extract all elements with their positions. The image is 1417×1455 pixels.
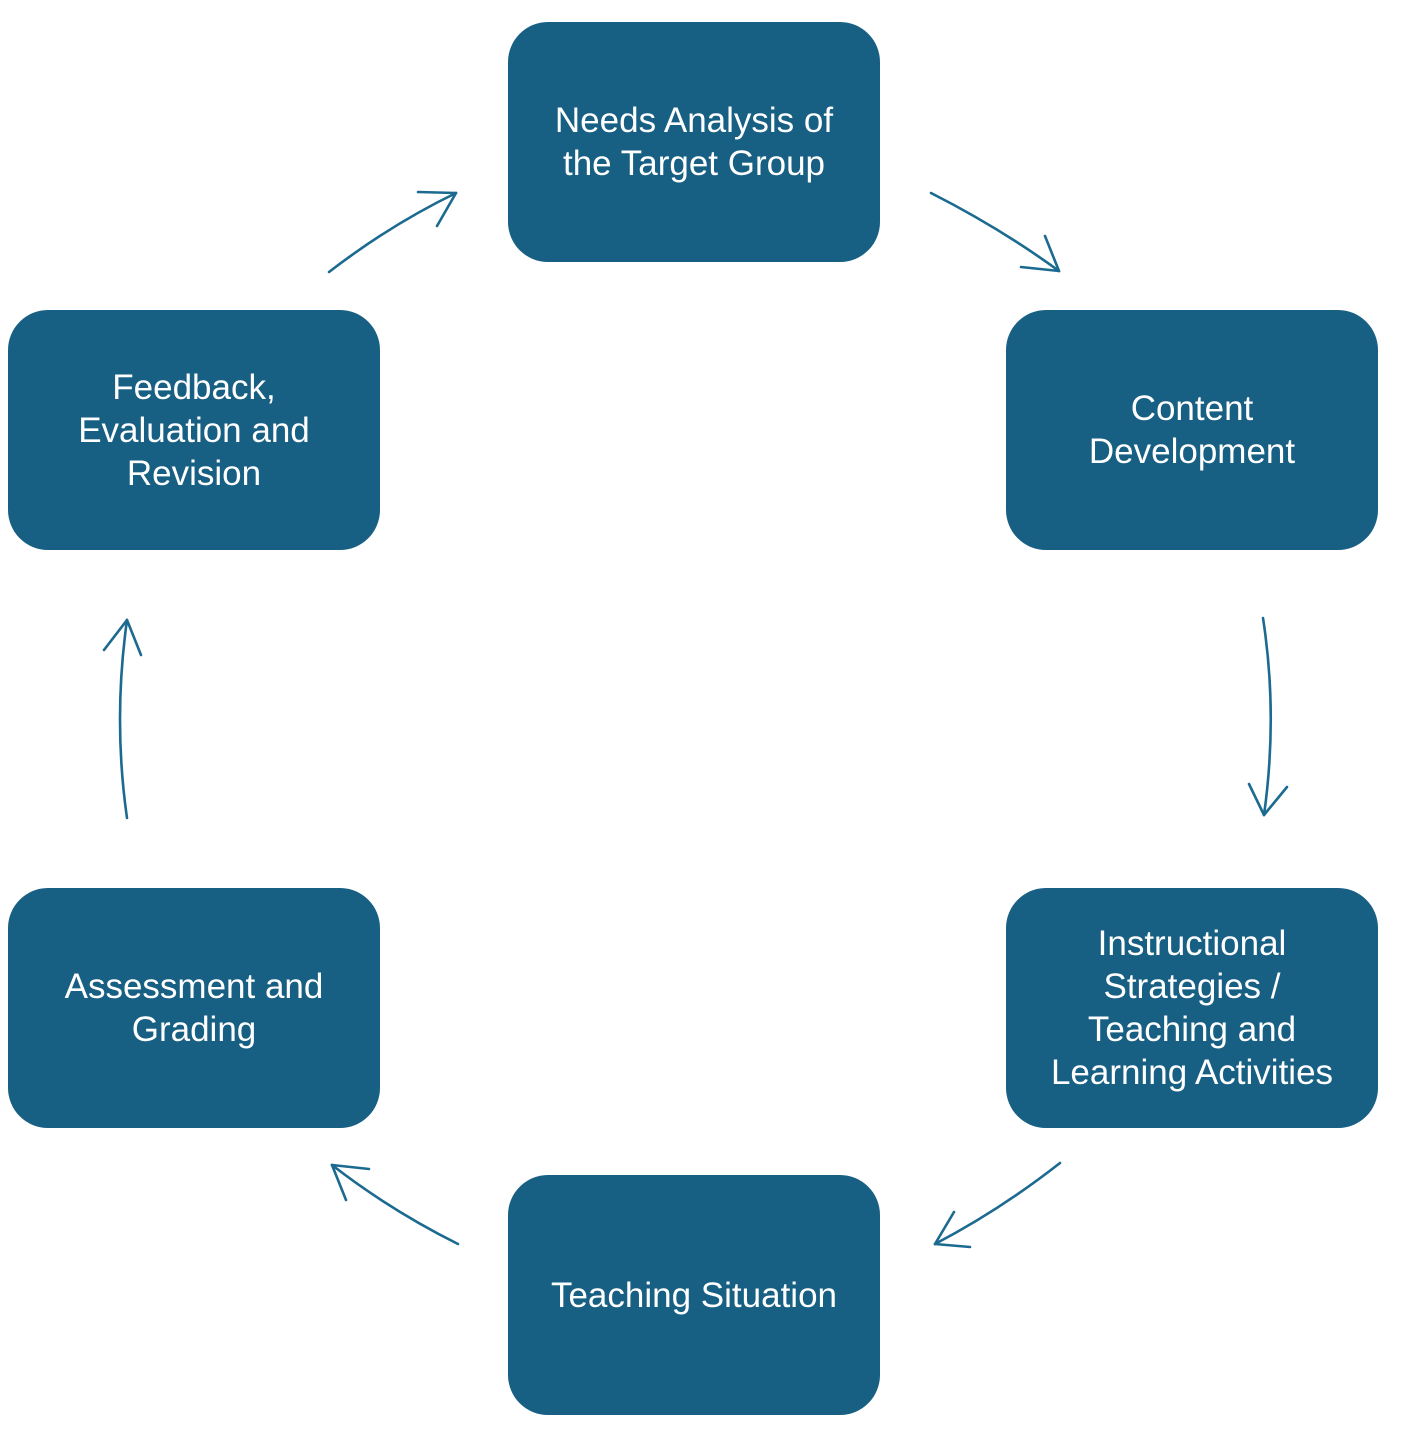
arrow-needs-to-content [929,191,1061,273]
arrow-feedback-to-needs [327,190,458,274]
node-teaching-situation: Teaching Situation [508,1175,880,1415]
arrow-content-to-instructional [1247,616,1289,817]
node-teaching-situation-label: Teaching Situation [550,1275,838,1315]
arrow-instructional-to-teaching [933,1161,1062,1249]
node-content-development-label: Content Development [1088,389,1296,471]
node-needs-analysis-label: Needs Analysis of the Target Group [554,101,834,183]
node-assessment-grading: Assessment and Grading [8,888,380,1128]
node-content-development: Content Development [1006,310,1378,550]
node-needs-analysis: Needs Analysis of the Target Group [508,22,880,262]
node-feedback-evaluation-label: Feedback, Evaluation and Revision [78,367,310,493]
node-instructional-strategies-label: Instructional Strategies / Teaching and … [1050,924,1334,1092]
node-assessment-grading-label: Assessment and Grading [64,967,324,1049]
node-instructional-strategies: Instructional Strategies / Teaching and … [1006,888,1378,1128]
arrow-teaching-to-assessment [330,1163,460,1246]
node-feedback-evaluation: Feedback, Evaluation and Revision [8,310,380,550]
arrow-assessment-to-feedback [102,618,143,820]
